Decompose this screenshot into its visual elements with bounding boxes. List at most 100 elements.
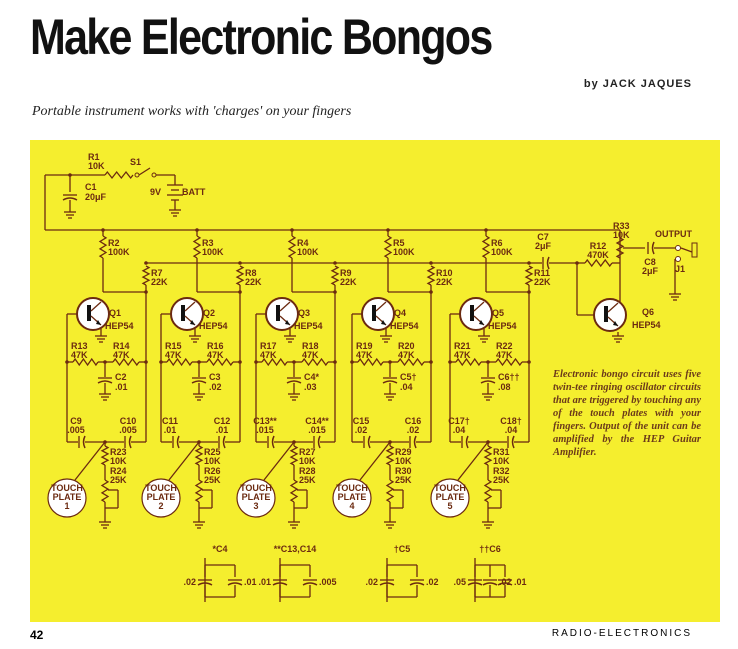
article-title: Make Electronic Bongos: [30, 9, 493, 65]
alternate-1-label: *C4: [212, 544, 227, 554]
touch-plate-label: PLATE: [338, 492, 367, 502]
r33-label: R33: [613, 221, 630, 231]
transistor-label: Q1: [109, 308, 121, 318]
collector-resistor: [287, 235, 297, 259]
subtitle: Portable instrument works with 'charges'…: [32, 104, 352, 119]
ground-capacitor: [97, 380, 113, 384]
capacitor-value: .01: [244, 577, 257, 587]
c1-value: 20μF: [85, 192, 107, 202]
parallel-capacitor: [497, 582, 513, 586]
transistor-q1: [90, 301, 102, 312]
resistor-a-value: 47K: [454, 350, 471, 360]
twin-tee-capacitor-b: [317, 435, 321, 449]
emitter-arrow: [381, 320, 386, 325]
collector-resistor: [481, 235, 491, 259]
cap-b-value: .01: [216, 425, 229, 435]
twin-tee-capacitor-a: [367, 435, 371, 449]
collector-resistor: [98, 235, 108, 259]
twin-tee-capacitor-b: [222, 435, 226, 449]
resistor-r-b: [206, 357, 234, 367]
parallel-capacitor: [227, 582, 243, 586]
cap-b-label: C12: [214, 416, 231, 426]
c7-label: C7: [537, 232, 549, 242]
batt-voltage: 9V: [150, 187, 161, 197]
resistor-b-value: 47K: [496, 350, 513, 360]
series-resistor-value: 10K: [395, 456, 412, 466]
batt-label: BATT: [182, 187, 206, 197]
resistor-r-a: [72, 357, 99, 367]
junction: [484, 228, 488, 232]
potentiometer: [289, 479, 299, 503]
series-resistor: [100, 445, 110, 466]
j1-label: J1: [675, 264, 685, 274]
junction: [386, 228, 390, 232]
collector-resistor-value: 100K: [393, 247, 415, 257]
bias-resistor-value: 22K: [436, 277, 453, 287]
touch-lead: [457, 441, 489, 481]
bias-resistor-label: R7: [151, 268, 163, 278]
c8-label: C8: [644, 257, 656, 267]
series-resistor-value: 10K: [110, 456, 127, 466]
junction: [527, 290, 531, 294]
alternate-2-label: **C13,C14: [274, 544, 317, 554]
resistor-b-value: 47K: [302, 350, 319, 360]
junction: [527, 360, 531, 364]
collector-resistor: [192, 235, 202, 259]
touch-plate-label: 3: [253, 501, 258, 511]
resistor-a-label: R13: [71, 341, 88, 351]
touch-plate-label: 5: [447, 501, 452, 511]
resistor-r-b: [495, 357, 523, 367]
pot-label: R30: [395, 466, 412, 476]
series-resistor: [289, 445, 299, 466]
capacitor-value: .02: [426, 577, 439, 587]
bias-resistor-value: 22K: [340, 277, 357, 287]
transistor-q5: [470, 305, 474, 321]
c1-label: C1: [85, 182, 97, 192]
cap-b-label: C16: [405, 416, 422, 426]
capacitor-value: .05: [453, 577, 466, 587]
resistor-a-label: R21: [454, 341, 471, 351]
collector-resistor: [383, 235, 393, 259]
parallel-capacitor: [302, 582, 318, 586]
pot-label: R26: [204, 466, 221, 476]
junction: [350, 360, 354, 364]
ground-capacitor: [480, 380, 496, 384]
q6-type: HEP54: [632, 320, 661, 330]
touch-lead: [168, 441, 200, 481]
resistor-r-a: [455, 357, 482, 367]
transistor-q4: [372, 305, 376, 321]
capacitor-value: .02: [365, 577, 378, 587]
series-resistor: [385, 445, 395, 466]
cap-a-value: .02: [355, 425, 368, 435]
output-jack: [675, 245, 681, 251]
transistor-q4: [375, 301, 387, 312]
bias-resistor: [235, 265, 245, 286]
junction: [290, 228, 294, 232]
cap-b-label: C14**: [305, 416, 329, 426]
transistor-q2: [184, 301, 196, 312]
touch-lead: [263, 441, 295, 481]
cap-a-value: .005: [67, 425, 85, 435]
potentiometer: [483, 479, 493, 503]
transistor-type: HEP54: [488, 321, 517, 331]
pot-value: 25K: [204, 475, 221, 485]
parallel-capacitor: [379, 582, 395, 586]
pot-value: 25K: [395, 475, 412, 485]
emitter-arrow: [479, 320, 484, 325]
transistor-label: Q3: [298, 308, 310, 318]
cap-b-label: C10: [120, 416, 137, 426]
transistor-q6: [593, 298, 627, 332]
touch-plate-label: TOUCH: [336, 483, 368, 493]
junction: [254, 360, 258, 364]
resistor-b-value: 47K: [113, 350, 130, 360]
parallel-capacitor: [409, 582, 425, 586]
series-resistor-label: R25: [204, 447, 221, 457]
collector-resistor-label: R6: [491, 238, 503, 248]
series-resistor-value: 10K: [493, 456, 510, 466]
capacitor-value: .02: [183, 577, 196, 587]
output-label: OUTPUT: [655, 229, 693, 239]
collector-resistor-value: 100K: [491, 247, 513, 257]
resistor-b-label: R20: [398, 341, 415, 351]
series-resistor-label: R23: [110, 447, 127, 457]
s1-switch: [151, 172, 157, 178]
